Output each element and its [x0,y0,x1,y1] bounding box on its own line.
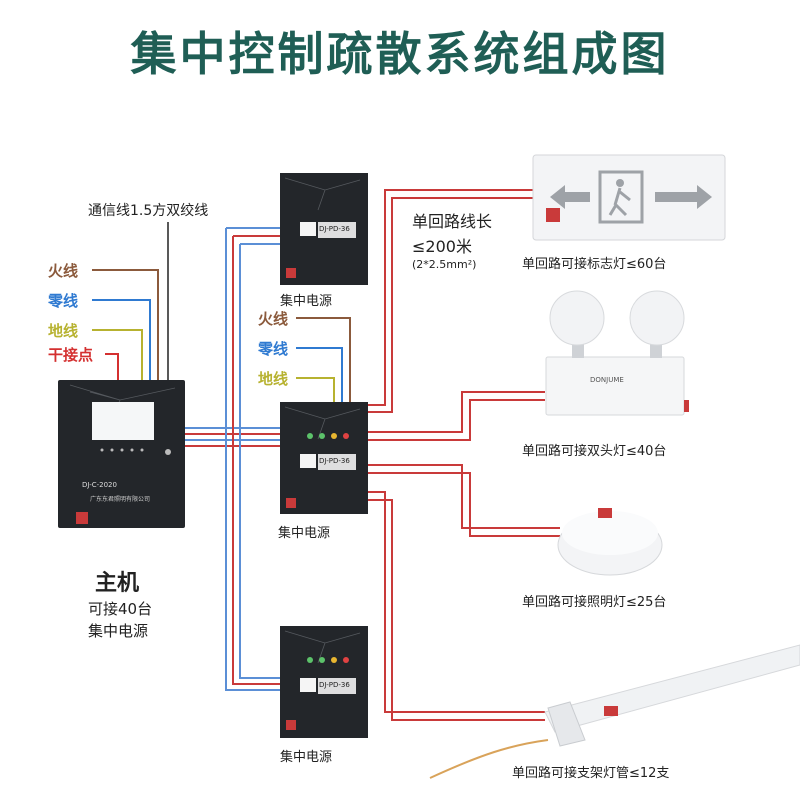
host-neutral-label: 零线 [48,292,79,310]
psu2-model: DJ-PD-36 [319,457,350,465]
host-input-wires [92,222,169,380]
psu-cabinet-2 [280,402,368,514]
comm-bus [185,227,280,691]
tube-light [429,644,800,779]
ceiling-light [557,508,663,576]
host-panel-label: DJ-C-2020 [82,481,117,489]
sign-lamp-caption: 单回路可接标志灯≤60台 [522,257,667,272]
psu-input-wires [296,317,351,405]
host-maker: 广东东君照明有限公司 [90,496,151,503]
circuit-light [368,464,560,529]
circuit-wire-spec: (2*2.5mm²) [412,258,477,271]
host-name: 主机 [95,571,140,596]
host-ground-label: 地线 [48,322,79,340]
ceiling-light-caption: 单回路可接照明灯≤25台 [522,595,667,610]
twin-brand: DONJUME [590,376,624,384]
circuit-length-line2: ≤200米 [412,237,472,256]
host-cabinet [58,380,185,528]
circuit-tube [368,491,545,713]
circuit-twin [368,391,545,433]
host-live-wire [92,269,159,380]
psu-live-label: 火线 [258,310,289,328]
psu-cabinet-3 [280,626,368,738]
twin-lamp-caption: 单回路可接双头灯≤40台 [522,444,667,459]
psu-cabinet-1 [280,173,368,285]
psu1-label: 集中电源 [280,294,333,309]
twin-head-lamp [545,290,689,416]
circuit-sign [368,189,540,406]
host-dry-wire [105,353,119,380]
host-capacity-line1: 可接40台 [88,600,153,618]
psu2-label: 集中电源 [278,526,331,541]
psu1-model: DJ-PD-36 [319,225,350,233]
host-dry-contact-label: 干接点 [48,346,94,364]
comm-line-label: 通信线1.5方双绞线 [88,203,209,219]
psu3-model: DJ-PD-36 [319,681,350,689]
diagram-title: 集中控制疏散系统组成图 [130,27,670,81]
psu3-label: 集中电源 [280,750,333,765]
host-live-label: 火线 [48,262,79,280]
psu-neutral-label: 零线 [258,340,289,358]
host-capacity-line2: 集中电源 [88,622,149,640]
host-neutral-wire [92,299,151,380]
exit-sign-lamp [532,154,726,241]
psu-ground-label: 地线 [258,370,289,388]
lamp-circuits [368,189,560,721]
host-ground-wire [92,329,143,380]
tube-light-caption: 单回路可接支架灯管≤12支 [512,766,670,781]
circuit-length-line1: 单回路线长 [412,212,493,231]
